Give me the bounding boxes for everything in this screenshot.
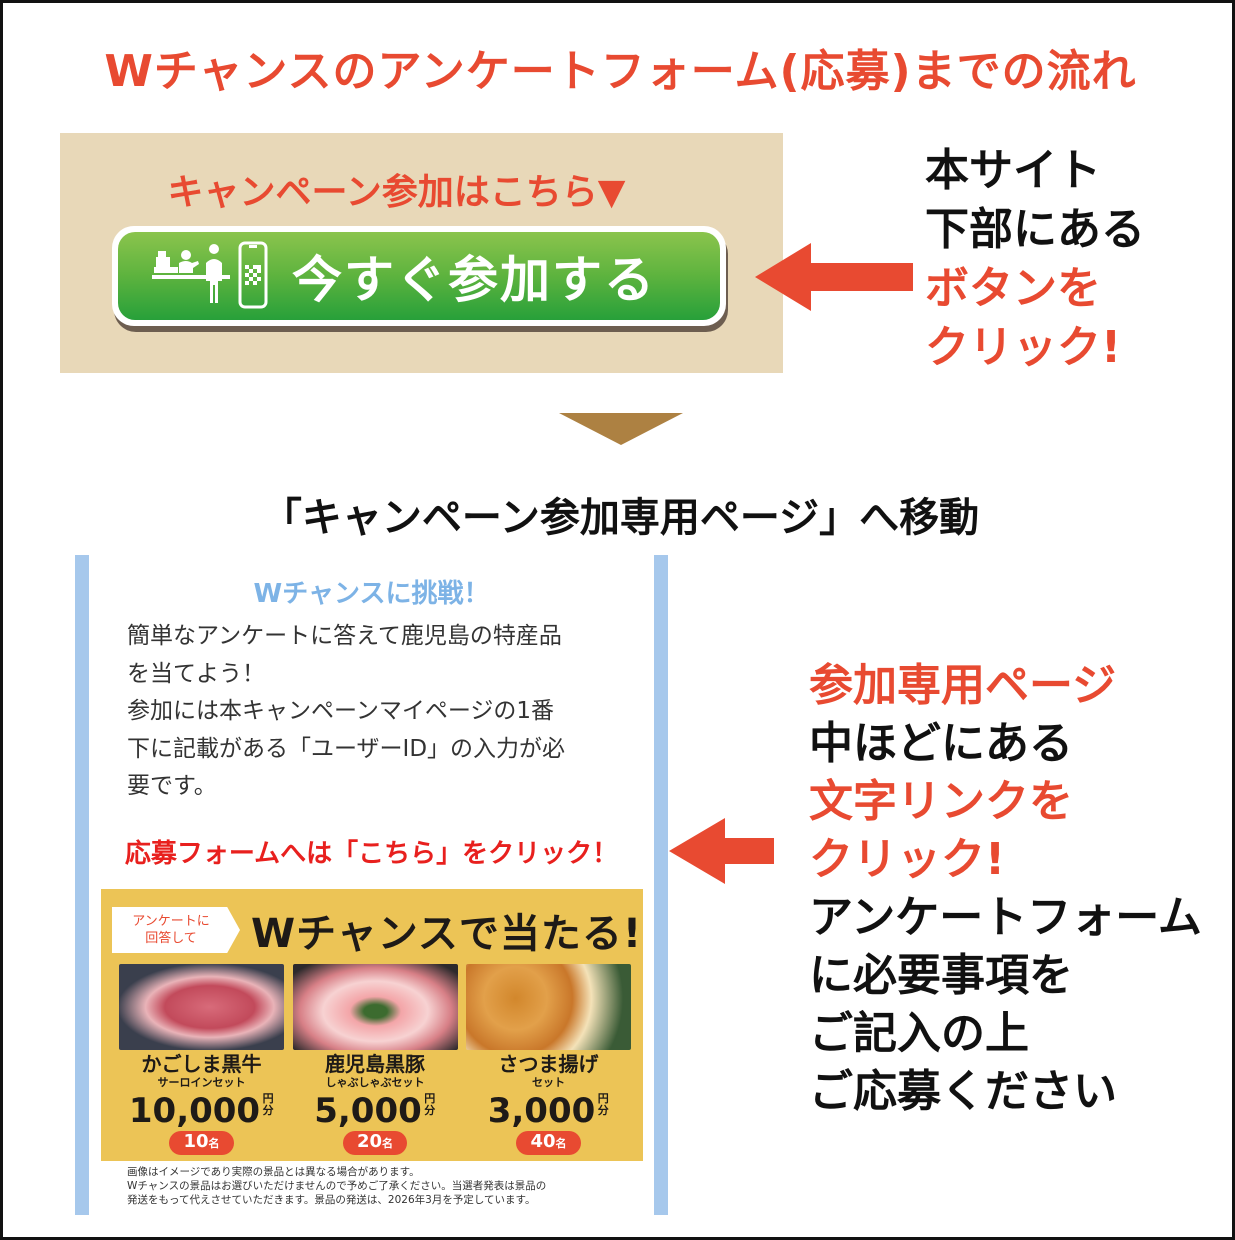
step1-instruction: 本サイト 下部にある ボタンを クリック! xyxy=(925,145,1145,373)
wchance-title: Wチャンスに挑戦！ xyxy=(253,579,490,609)
campaign-button-panel: キャンペーン参加はこちら▼ xyxy=(60,133,783,373)
join-now-button[interactable]: 今すぐ参加する xyxy=(112,226,726,326)
wchance-description: 簡単なアンケートに答えて鹿児島の特産品 を当てよう！ 参加には本キャンペーンマイ… xyxy=(127,623,566,799)
pork-image xyxy=(292,964,458,1050)
left-arrow-icon xyxy=(755,243,913,311)
winner-count-badge: 20名 xyxy=(342,1131,408,1155)
join-now-label: 今すぐ参加する xyxy=(292,251,656,309)
step2-instruction: 参加専用ページ 中ほどにある 文字リンクを クリック! アンケートフォーム に必… xyxy=(809,660,1202,1117)
transition-label: 「キャンペーン参加専用ページ」へ移動 xyxy=(261,495,980,541)
down-triangle-icon xyxy=(559,413,683,445)
prize-notes: 画像はイメージであり実際の景品とは異なる場合があります。 Wチャンスの景品はお選… xyxy=(127,1166,547,1206)
left-arrow-icon xyxy=(669,818,774,884)
application-form-link[interactable]: 応募フォームへは「こちら」をクリック！ xyxy=(124,839,619,869)
banner-headline: Wチャンスで当たる! xyxy=(251,911,643,957)
page-title: Wチャンスのアンケートフォーム(応募)までの流れ xyxy=(104,46,1137,97)
smartphone-qr-icon xyxy=(238,241,268,309)
register-person-icon xyxy=(152,241,268,309)
prize-banner: アンケートに 回答して Wチャンスで当たる! かごしま黒牛 サーロインセット 1… xyxy=(101,889,643,1161)
campaign-page-preview: Wチャンスに挑戦！ 簡単なアンケートに答えて鹿児島の特産品 を当てよう！ 参加に… xyxy=(75,555,668,1215)
banner-tag: アンケートに 回答して xyxy=(112,907,240,953)
winner-count-badge: 10名 xyxy=(169,1131,234,1155)
campaign-join-label: キャンペーン参加はこちら▼ xyxy=(167,172,626,213)
winner-count-badge: 40名 xyxy=(516,1131,581,1155)
beef-image xyxy=(119,964,284,1050)
satsuma-age-image xyxy=(466,964,631,1050)
